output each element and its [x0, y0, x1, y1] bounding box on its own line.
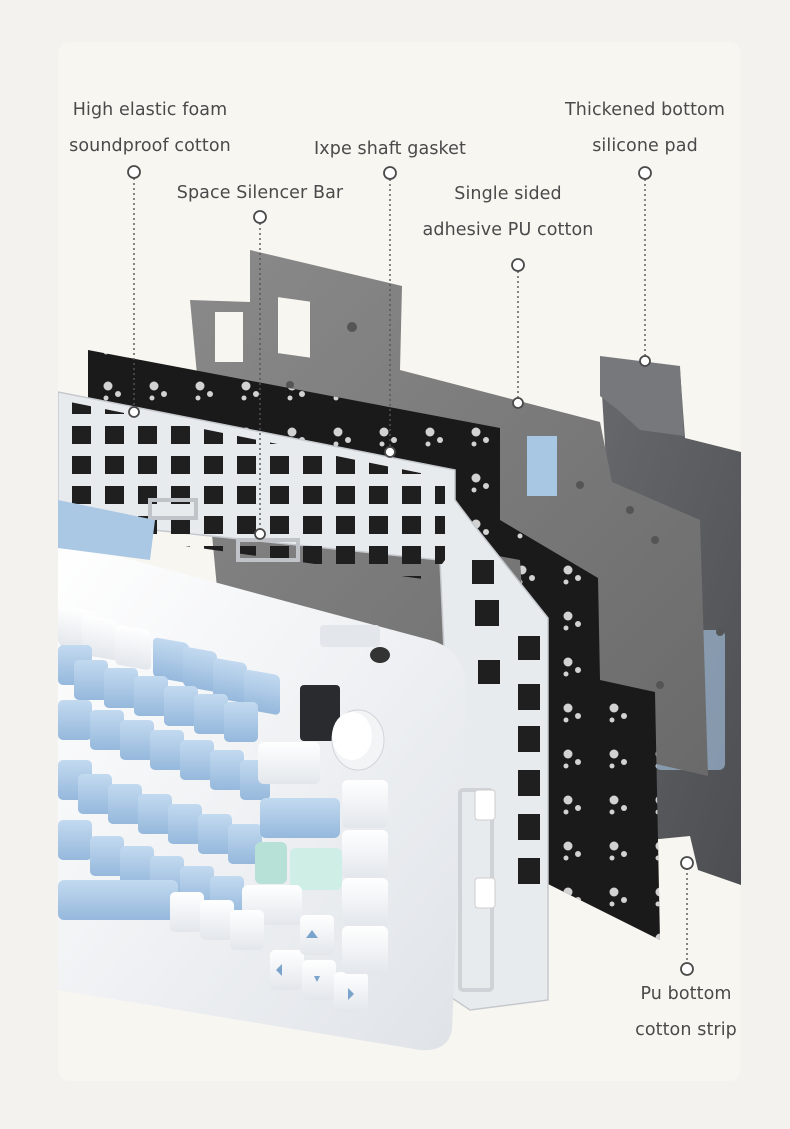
- keycaps: [58, 606, 388, 1012]
- pu-strip-edge: [458, 788, 496, 992]
- label-space-silencer-bar: Space Silencer Bar: [175, 175, 345, 211]
- exploded-keyboard-illustration: [58, 165, 741, 1051]
- label-pu-adhesive-line1: Single sided: [454, 184, 562, 204]
- leader-lines: [133, 178, 688, 963]
- label-pu-adhesive-cotton: Single sided adhesive PU cotton: [418, 176, 598, 248]
- label-pu-strip-line1: Pu bottom: [640, 984, 732, 1004]
- label-ixpe-shaft-gasket: Ixpe shaft gasket: [305, 131, 475, 167]
- label-silicone-line1: Thickened bottom: [565, 100, 725, 120]
- diagram-card: High elastic foam soundproof cotton Spac…: [58, 42, 741, 1081]
- label-silencer-line1: Space Silencer Bar: [176, 183, 344, 203]
- label-pu-strip-line2: cotton strip: [635, 1020, 737, 1040]
- label-gasket-line1: Ixpe shaft gasket: [314, 139, 466, 159]
- label-pu-adhesive-line2: adhesive PU cotton: [422, 220, 594, 240]
- steel-plate-layer: [58, 391, 549, 1011]
- callout-markers: [127, 165, 694, 976]
- label-pu-bottom-cotton-strip: Pu bottom cotton strip: [621, 976, 741, 1048]
- label-foam-line2: soundproof cotton: [69, 136, 231, 156]
- label-foam-soundproof-cotton: High elastic foam soundproof cotton: [65, 92, 235, 164]
- label-foam-line1: High elastic foam: [72, 100, 228, 120]
- label-silicone-pad: Thickened bottom silicone pad: [555, 92, 735, 164]
- label-silicone-line2: silicone pad: [592, 136, 698, 156]
